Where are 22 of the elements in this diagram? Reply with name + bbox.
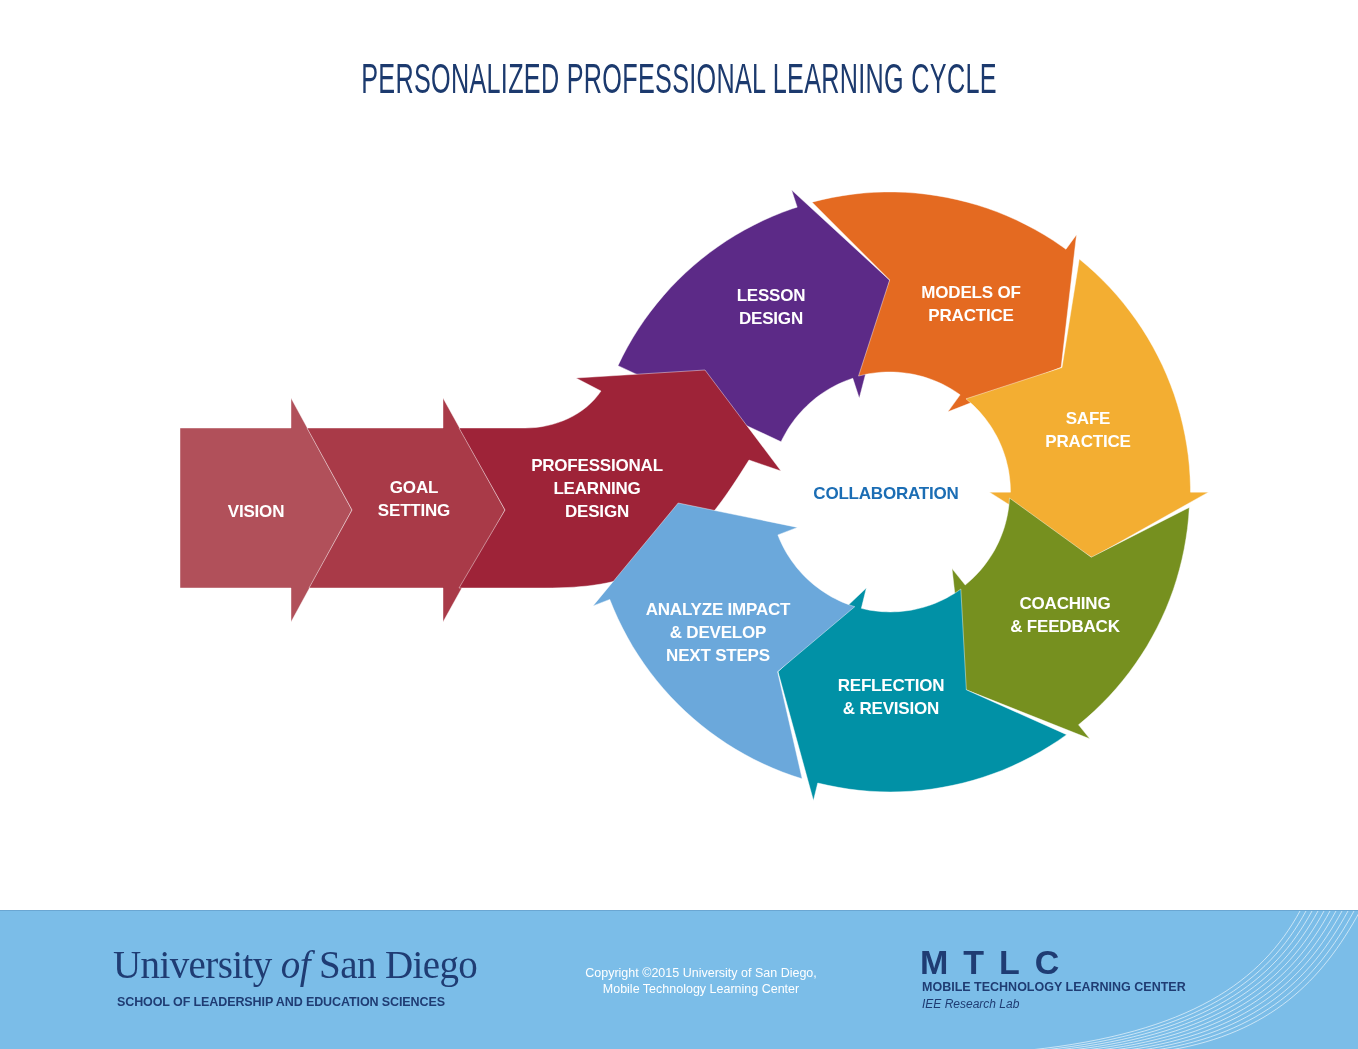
step-label: ANALYZE IMPACT & DEVELOP NEXT STEPS (645, 598, 791, 667)
step-label: MODELS OF PRACTICE (921, 282, 1021, 327)
process-step (812, 192, 1077, 412)
copyright-notice: Copyright ©2015 University of San Diego, Mobile Technology Learning Center (585, 965, 817, 997)
process-step (459, 369, 782, 589)
step-label: GOAL SETTING (377, 477, 451, 522)
step-label: REFLECTION & REVISION (837, 675, 945, 720)
step-label: PROFESSIONAL LEARNING DESIGN (531, 454, 663, 523)
step-label: COACHING & FEEDBACK (1010, 593, 1120, 638)
center-label: COLLABORATION (813, 484, 959, 504)
center-name: MOBILE TECHNOLOGY LEARNING CENTER (922, 981, 1186, 994)
center-acronym: MTLC (920, 945, 1075, 979)
process-step (307, 398, 505, 622)
step-label: VISION (227, 500, 285, 523)
diagram-title: PERSONALIZED PROFESSIONAL LEARNING CYCLE (361, 58, 997, 100)
process-step (952, 498, 1190, 740)
process-step (618, 189, 890, 442)
step-label: LESSON DESIGN (736, 285, 806, 330)
lab-name: IEE Research Lab (922, 998, 1020, 1010)
process-step (180, 398, 352, 622)
step-label: SAFE PRACTICE (1045, 408, 1131, 453)
school-name: SCHOOL OF LEADERSHIP AND EDUCATION SCIENCES (117, 996, 445, 1009)
